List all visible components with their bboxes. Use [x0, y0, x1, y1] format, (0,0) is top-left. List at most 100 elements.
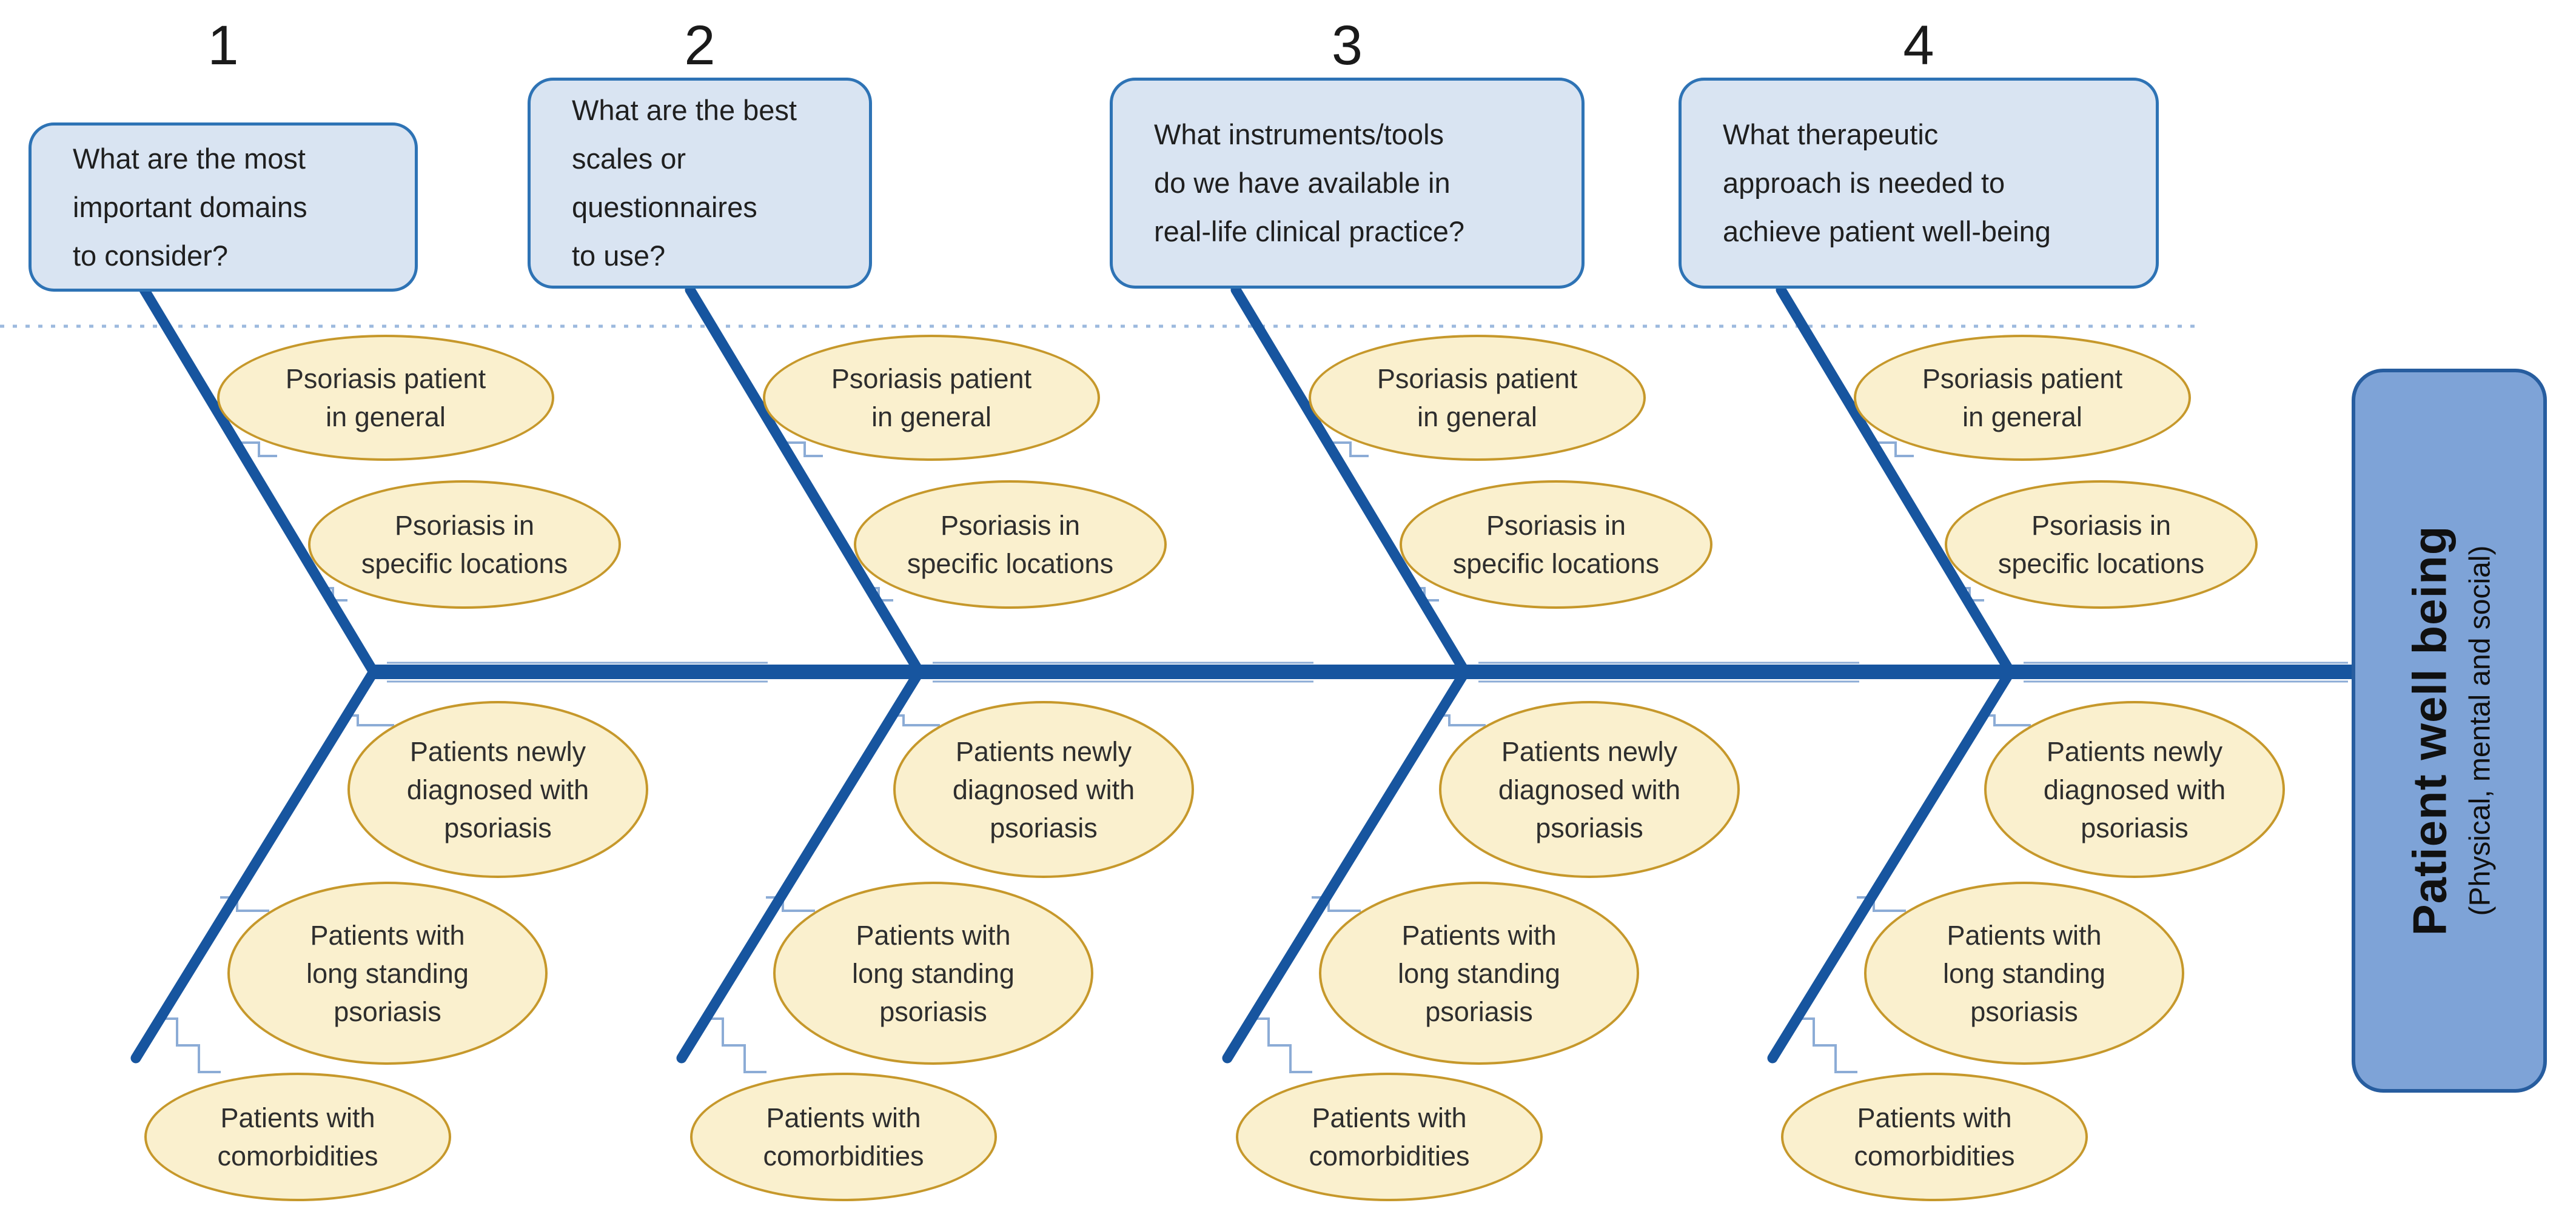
cause-s2-patients-newly-diagnosed-line-3: psoriasis	[990, 812, 1098, 843]
cause-oval-s1-psoriasis-in-specific-locations: Psoriasis in specific locations	[308, 480, 621, 609]
question-3-line-2: do we have available in	[1154, 167, 1451, 199]
cause-s2-psoriasis-in-specific-locations-line-1: Psoriasis in	[940, 510, 1081, 541]
cause-s4-patients-comorbidities-line-2: comorbidities	[1854, 1141, 2015, 1171]
question-number-2: 2	[684, 15, 716, 76]
cause-s3-patients-long-standing-line-2: long standing	[1398, 957, 1560, 989]
cause-s4-patients-newly-diagnosed-line-2: diagnosed with	[2043, 774, 2226, 805]
cause-s4-psoriasis-patient-in-general-line-2: in general	[1962, 401, 2082, 432]
cause-s3-patients-newly-diagnosed-line-2: diagnosed with	[1498, 774, 1681, 805]
cause-s3-psoriasis-in-specific-locations-line-1: Psoriasis in	[1486, 510, 1626, 541]
cause-s4-patients-newly-diagnosed-line-3: psoriasis	[2081, 812, 2189, 843]
connector-comorbidities-2	[705, 1017, 766, 1073]
cause-s4-psoriasis-in-specific-locations-line-1: Psoriasis in	[2031, 510, 2172, 541]
cause-oval-s2-patients-comorbidities: Patients with comorbidities	[690, 1073, 997, 1201]
cause-s3-patients-long-standing-line-1: Patients with	[1401, 919, 1557, 951]
cause-s4-patients-long-standing-line-2: long standing	[1943, 957, 2105, 989]
effect-box-rotated-label: Patient well being(Physical, mental and …	[2402, 526, 2497, 936]
cause-s1-psoriasis-patient-in-general-line-1: Psoriasis patient	[285, 363, 486, 394]
connector-long-standing-2	[766, 896, 815, 912]
connector-long-standing-3	[1312, 896, 1361, 912]
cause-oval-s1-patients-comorbidities: Patients with comorbidities	[144, 1073, 451, 1201]
connector-long-standing-1	[220, 896, 269, 912]
cause-s4-psoriasis-in-specific-locations-line-2: specific locations	[1997, 548, 2205, 579]
cause-s1-patients-newly-diagnosed-line-2: diagnosed with	[406, 774, 589, 805]
cause-s3-psoriasis-patient-in-general-line-1: Psoriasis patient	[1377, 363, 1578, 394]
cause-s2-psoriasis-patient-in-general-line-2: in general	[871, 401, 991, 432]
cause-s2-patients-long-standing-line-1: Patients with	[856, 919, 1011, 951]
connector-newly-diagnosed-2	[893, 714, 940, 726]
cause-s1-psoriasis-patient-in-general-line-2: in general	[326, 401, 446, 432]
cause-oval-s2-patients-long-standing: Patients with long standing psoriasis	[773, 882, 1093, 1065]
question-1-line-1: What are the most	[73, 142, 306, 175]
connector-newly-diagnosed-3	[1438, 714, 1486, 726]
effect-subtitle: (Physical, mental and social)	[2464, 545, 2496, 916]
effect-box-patient-well-being: Patient well being(Physical, mental and …	[2352, 369, 2547, 1093]
cause-s1-patients-long-standing-line-1: Patients with	[310, 919, 465, 951]
question-4-line-2: approach is needed to	[1723, 167, 2005, 199]
cause-s2-patients-long-standing-line-2: long standing	[852, 957, 1015, 989]
cause-s2-patients-newly-diagnosed-line-1: Patients newly	[955, 736, 1132, 767]
connector-newly-diagnosed-4	[1984, 714, 2031, 726]
cause-s4-psoriasis-patient-in-general-line-1: Psoriasis patient	[1922, 363, 2123, 394]
cause-s4-patients-comorbidities-line-1: Patients with	[1857, 1102, 2012, 1133]
question-number-4: 4	[1903, 15, 1934, 76]
question-2-line-1: What are the best	[572, 94, 797, 126]
cause-oval-s4-patients-comorbidities: Patients with comorbidities	[1781, 1073, 2088, 1201]
cause-oval-s4-patients-long-standing: Patients with long standing psoriasis	[1864, 882, 2184, 1065]
question-2-line-2: scales or	[572, 142, 686, 175]
cause-oval-s1-psoriasis-patient-in-general: Psoriasis patient in general	[217, 335, 554, 461]
cause-oval-s4-psoriasis-patient-in-general: Psoriasis patient in general	[1854, 335, 2191, 461]
connector-psoriasis-general-2	[787, 441, 823, 457]
question-4-line-3: achieve patient well-being	[1723, 215, 2051, 247]
cause-oval-s1-patients-newly-diagnosed: Patients newly diagnosed with psoriasis	[347, 701, 648, 878]
cause-oval-s2-psoriasis-in-specific-locations: Psoriasis in specific locations	[854, 480, 1167, 609]
question-2-line-4: to use?	[572, 240, 666, 272]
question-number-3: 3	[1331, 15, 1363, 76]
cause-s2-patients-long-standing-line-3: psoriasis	[879, 996, 987, 1027]
connector-comorbidities-3	[1250, 1017, 1312, 1073]
cause-s1-psoriasis-in-specific-locations-line-2: specific locations	[361, 548, 568, 579]
cause-s2-psoriasis-patient-in-general-line-1: Psoriasis patient	[831, 363, 1032, 394]
question-number-1: 1	[207, 15, 239, 76]
cause-s2-psoriasis-in-specific-locations-line-2: specific locations	[907, 548, 1114, 579]
cause-s3-patients-comorbidities-line-1: Patients with	[1312, 1102, 1467, 1133]
cause-s4-patients-long-standing-line-3: psoriasis	[1970, 996, 2078, 1027]
connector-long-standing-4	[1857, 896, 1906, 912]
question-3-line-3: real-life clinical practice?	[1154, 215, 1464, 247]
cause-s3-patients-newly-diagnosed-line-3: psoriasis	[1535, 812, 1643, 843]
cause-s4-patients-long-standing-line-1: Patients with	[1947, 919, 2102, 951]
cause-s1-patients-long-standing-line-3: psoriasis	[334, 996, 441, 1027]
cause-s3-psoriasis-patient-in-general-line-2: in general	[1417, 401, 1537, 432]
cause-oval-s3-patients-comorbidities: Patients with comorbidities	[1236, 1073, 1543, 1201]
cause-s2-patients-comorbidities-line-1: Patients with	[766, 1102, 921, 1133]
cause-s2-patients-newly-diagnosed-line-2: diagnosed with	[952, 774, 1135, 805]
cause-s1-psoriasis-in-specific-locations-line-1: Psoriasis in	[394, 510, 535, 541]
cause-oval-s4-patients-newly-diagnosed: Patients newly diagnosed with psoriasis	[1984, 701, 2285, 878]
cause-oval-s4-psoriasis-in-specific-locations: Psoriasis in specific locations	[1945, 480, 2258, 609]
cause-s1-patients-comorbidities-line-1: Patients with	[220, 1102, 375, 1133]
question-1-line-3: to consider?	[73, 239, 229, 272]
cause-s3-patients-long-standing-line-3: psoriasis	[1425, 996, 1533, 1027]
cause-oval-s3-psoriasis-patient-in-general: Psoriasis patient in general	[1309, 335, 1646, 461]
cause-s1-patients-newly-diagnosed-line-1: Patients newly	[409, 736, 586, 767]
question-box-4: What therapeutic approach is needed to ach…	[1679, 78, 2159, 289]
cause-oval-s2-psoriasis-patient-in-general: Psoriasis patient in general	[763, 335, 1100, 461]
cause-s1-patients-long-standing-line-2: long standing	[306, 957, 469, 989]
cause-s2-patients-comorbidities-line-2: comorbidities	[763, 1141, 924, 1171]
cause-s1-patients-newly-diagnosed-line-3: psoriasis	[444, 812, 552, 843]
connector-psoriasis-general-1	[241, 441, 277, 457]
cause-s1-patients-comorbidities-line-2: comorbidities	[217, 1141, 378, 1171]
cause-oval-s2-patients-newly-diagnosed: Patients newly diagnosed with psoriasis	[893, 701, 1194, 878]
connector-newly-diagnosed-1	[347, 714, 394, 726]
cause-s4-patients-newly-diagnosed-line-1: Patients newly	[2046, 736, 2223, 767]
connector-psoriasis-general-4	[1877, 441, 1914, 457]
question-4-line-1: What therapeutic	[1723, 118, 1939, 150]
cause-s3-patients-comorbidities-line-2: comorbidities	[1309, 1141, 1470, 1171]
effect-title: Patient well being	[2403, 525, 2456, 936]
connector-comorbidities-1	[159, 1017, 221, 1073]
